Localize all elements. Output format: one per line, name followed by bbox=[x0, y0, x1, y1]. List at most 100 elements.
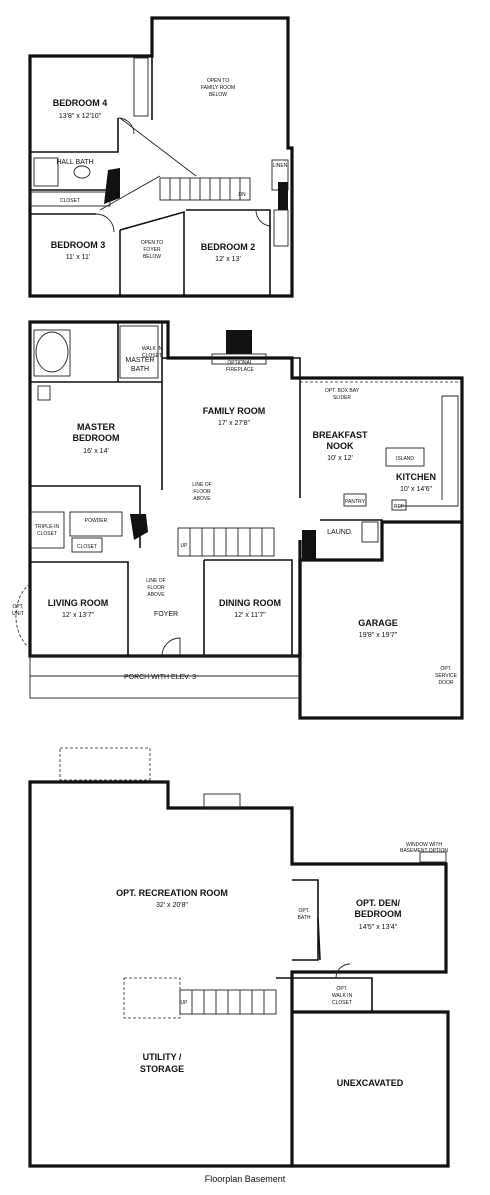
laundry-label: LAUND. bbox=[327, 529, 353, 536]
garage-dim: 19'8" x 19'7" bbox=[359, 632, 398, 639]
garage-outline bbox=[298, 522, 464, 720]
den-label: OPT. DEN/ bbox=[356, 898, 401, 908]
floorplan-caption: Floorplan Basement bbox=[205, 1174, 286, 1184]
kitchen-counter bbox=[400, 395, 459, 507]
refrigerator bbox=[391, 499, 407, 511]
master-bedroom-label-2: BEDROOM bbox=[73, 433, 120, 443]
stair-treads bbox=[169, 178, 241, 200]
powder-label: POWDER bbox=[85, 518, 108, 524]
front-door bbox=[161, 637, 181, 657]
box-bay-label: OPT. BOX BAY bbox=[325, 388, 360, 394]
dining-room-wall bbox=[203, 559, 293, 656]
basement-stair-treads bbox=[191, 990, 265, 1014]
second-floor-outline bbox=[28, 16, 294, 298]
kitchen-dim: 10' x 14'6" bbox=[400, 486, 433, 493]
hall-bath-tub bbox=[33, 157, 59, 187]
bedroom2-wall bbox=[186, 209, 271, 296]
window-label-2: BASEMENT OPTION bbox=[400, 848, 448, 854]
service-door-label-2: SERVICE bbox=[435, 673, 458, 679]
fireplace bbox=[226, 330, 252, 354]
master-bath-label-2: BATH bbox=[131, 366, 149, 373]
breakfast-dim: 10' x 12' bbox=[327, 455, 353, 462]
breakfast-label: BREAKFAST bbox=[312, 430, 368, 440]
bedroom4-dim: 13'8" x 12'10" bbox=[59, 113, 102, 120]
service-door-label: OPT. bbox=[440, 666, 451, 672]
basement-plan: WINDOW WITH BASEMENT OPTION OPT. RECREAT… bbox=[28, 747, 450, 1168]
walk-in-closet-label-2: CLOSET bbox=[142, 353, 162, 359]
garage-chimney bbox=[302, 530, 316, 560]
slider-label: SLIDER bbox=[333, 395, 351, 401]
door-arc bbox=[117, 117, 135, 135]
opt-unit-label-2: UNIT bbox=[12, 611, 24, 617]
front-closet bbox=[71, 537, 103, 553]
master-walk-in bbox=[119, 325, 159, 379]
storage-label: STORAGE bbox=[140, 1064, 184, 1074]
bedroom3-dim: 11' x 11' bbox=[66, 254, 91, 261]
garage-label: GARAGE bbox=[358, 618, 398, 628]
foyer-label: FOYER bbox=[154, 611, 178, 618]
porch bbox=[29, 655, 301, 699]
door-arc bbox=[95, 213, 115, 233]
unexcavated-outline bbox=[292, 1010, 450, 1168]
first-floor-chimney bbox=[130, 514, 148, 540]
bedroom4-wall bbox=[30, 118, 119, 153]
family-room-label: FAMILY ROOM bbox=[203, 406, 266, 416]
unexcavated-label: UNEXCAVATED bbox=[337, 1078, 404, 1088]
bedroom4-closet bbox=[133, 57, 149, 117]
living-room-label: LIVING ROOM bbox=[48, 598, 109, 608]
laundry-closet bbox=[361, 521, 379, 543]
open-family-label-2: FAMILY ROOM bbox=[201, 85, 235, 91]
walk-in-closet-label: OPT. bbox=[336, 986, 347, 992]
second-floor-stairs bbox=[159, 177, 251, 201]
master-bedroom-wall bbox=[30, 485, 141, 548]
line-of-floor-foyer-label-2: FLOOR bbox=[147, 585, 165, 591]
basement-up-label: UP bbox=[181, 1000, 189, 1006]
hall-closet-label: CLOSET bbox=[60, 198, 80, 204]
bedroom4-label: BEDROOM 4 bbox=[53, 98, 108, 108]
powder-room bbox=[69, 511, 123, 537]
pantry-label: PANTRY bbox=[345, 499, 365, 505]
opt-stair-area bbox=[123, 977, 181, 1019]
basement-door-arc bbox=[335, 963, 351, 979]
triple-closet bbox=[29, 511, 65, 549]
line-of-floor-label: LINE OF bbox=[192, 482, 211, 488]
second-floor-dn-label: DN bbox=[238, 192, 246, 198]
basement-outline bbox=[28, 780, 448, 1168]
bedroom2-label: BEDROOM 2 bbox=[201, 242, 256, 252]
stairs-up-label: UP bbox=[181, 543, 189, 549]
bedroom2-closet bbox=[273, 209, 289, 247]
living-room-dim: 12' x 13'7" bbox=[62, 612, 95, 619]
living-room-wall bbox=[30, 561, 129, 656]
laundry-wall bbox=[320, 519, 383, 560]
family-room-dim: 17' x 27'8" bbox=[218, 420, 251, 427]
fireplace-hearth bbox=[211, 353, 267, 365]
utility-label: UTILITY / bbox=[143, 1052, 182, 1062]
front-closet-label: CLOSET bbox=[77, 544, 97, 550]
line-of-floor-label-2: FLOOR bbox=[193, 489, 211, 495]
window-label: WINDOW WITH bbox=[406, 842, 442, 848]
den-label-2: BEDROOM bbox=[355, 909, 402, 919]
triple-closet-label-2: CLOSET bbox=[37, 531, 57, 537]
pantry bbox=[343, 493, 367, 507]
bedroom3-label: BEDROOM 3 bbox=[51, 240, 106, 250]
opt-bath-label-2: BATH bbox=[298, 915, 311, 921]
recreation-room-label: OPT. RECREATION ROOM bbox=[116, 888, 228, 898]
opt-bath-label: OPT. bbox=[298, 908, 309, 914]
den-dim: 14'5" x 13'4" bbox=[359, 924, 398, 931]
second-floor-plan: BEDROOM 4 13'8" x 12'10" OPEN TO FAMILY … bbox=[28, 16, 294, 298]
dining-room-label: DINING ROOM bbox=[219, 598, 281, 608]
master-tub-frame bbox=[33, 329, 71, 377]
master-bath-wall bbox=[30, 322, 163, 383]
walk-in-closet-label: WALK IN bbox=[142, 346, 163, 352]
second-floor-chimney bbox=[104, 168, 120, 204]
walk-in-closet-wall bbox=[276, 977, 373, 1012]
breakfast-nook-label: NOOK bbox=[327, 441, 355, 451]
walk-in-closet-label-2: WALK IN bbox=[332, 993, 353, 999]
hall-bath-sink bbox=[73, 165, 91, 179]
door-arc bbox=[255, 209, 271, 227]
fireplace-label-2: FIREPLACE bbox=[226, 367, 254, 373]
master-shower bbox=[37, 385, 51, 401]
den-window bbox=[419, 851, 447, 863]
island-label: ISLAND bbox=[396, 456, 414, 462]
